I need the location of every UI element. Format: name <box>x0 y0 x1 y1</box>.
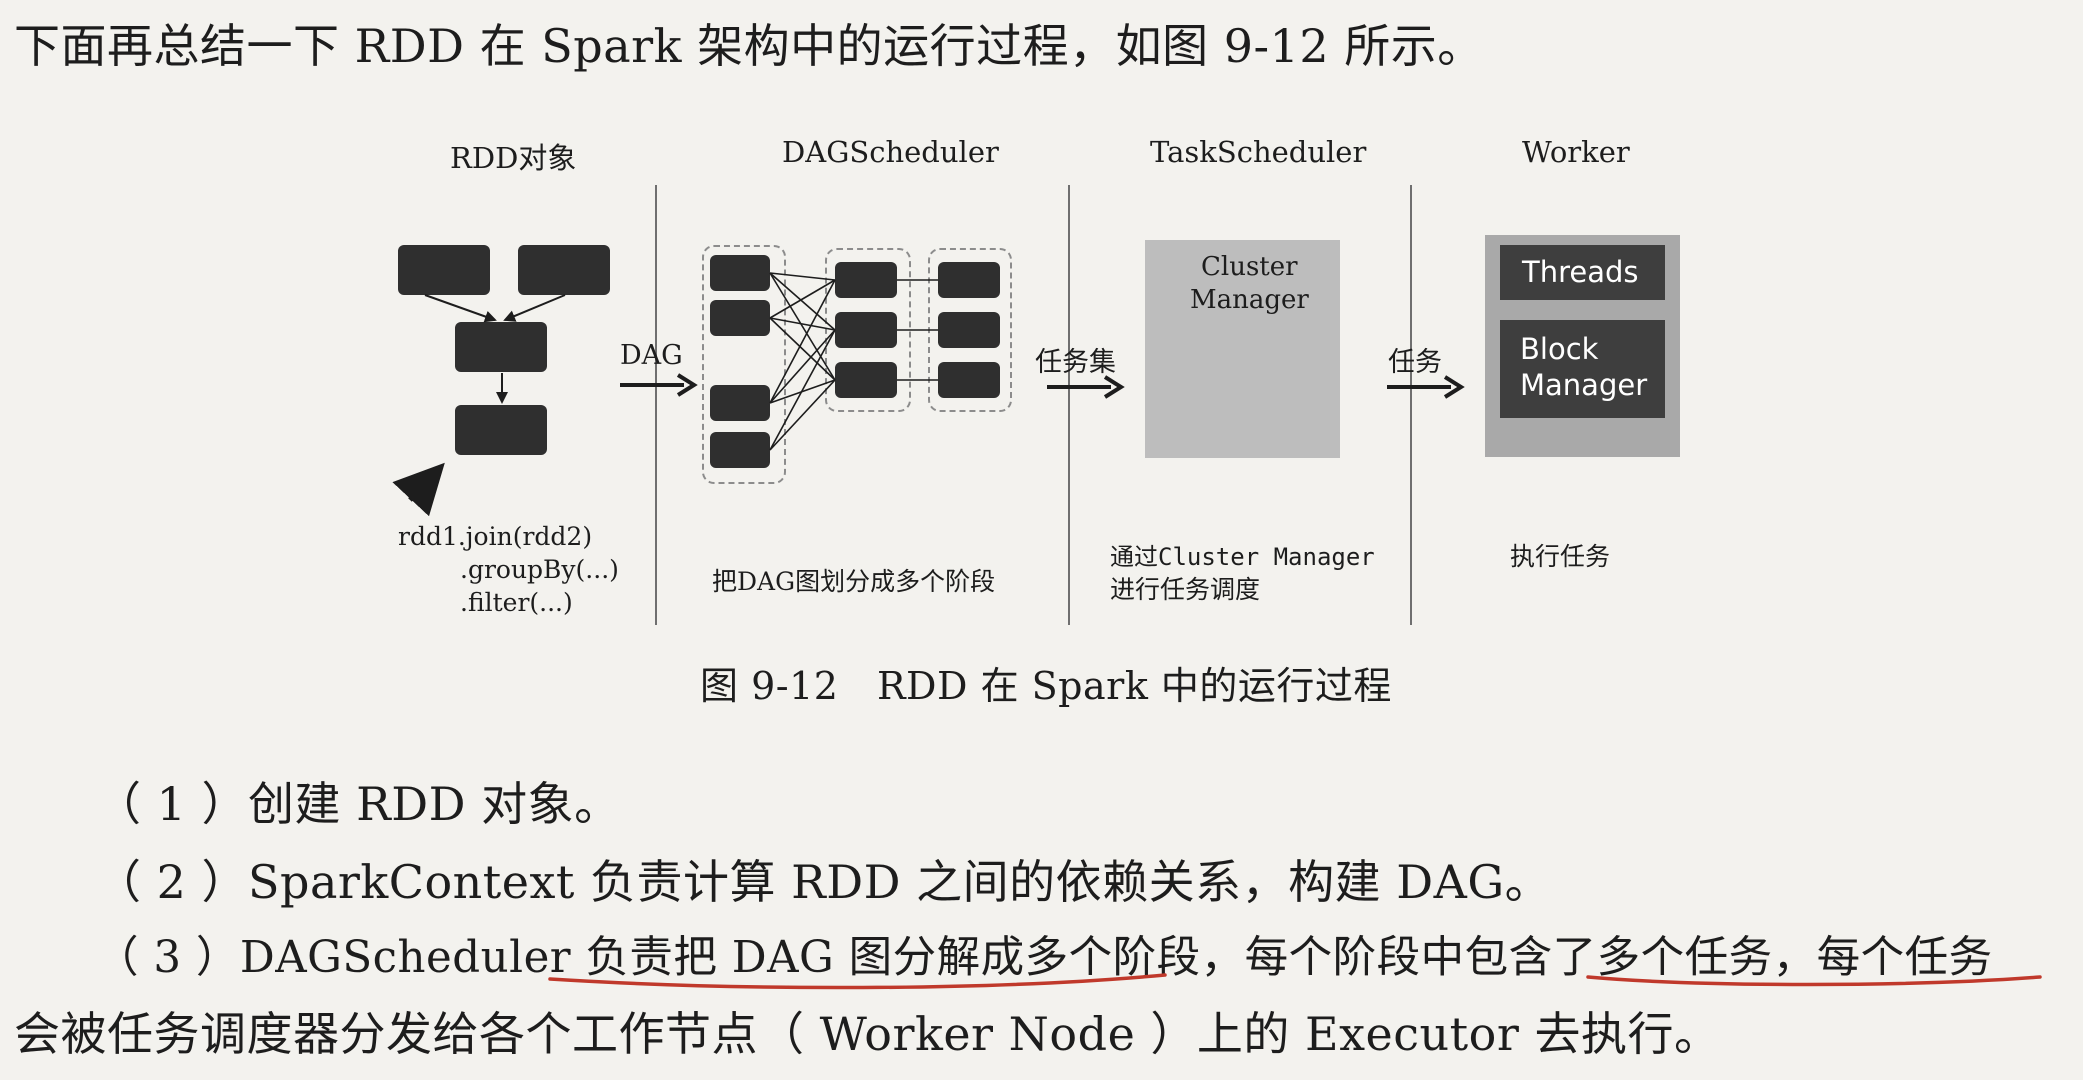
column-title-dagscheduler: DAGScheduler <box>782 135 999 169</box>
block-manager-box: Block Manager <box>1500 320 1665 418</box>
cluster-manager-label: Manager <box>1190 285 1309 315</box>
arrow-right-icon <box>1047 375 1125 399</box>
arrow-label-dag: DAG <box>620 340 683 371</box>
cluster-manager-label: Cluster <box>1201 252 1298 282</box>
task-node <box>835 362 897 398</box>
code-line: .filter(...) <box>460 588 573 617</box>
code-line: rdd1.join(rdd2) <box>398 522 593 551</box>
rdd-node <box>455 322 547 372</box>
task-node <box>710 385 770 421</box>
caption-dag: 把DAG图划分成多个阶段 <box>712 567 996 596</box>
step-2: （ 2 ）SparkContext 负责计算 RDD 之间的依赖关系，构建 DA… <box>95 855 1552 909</box>
column-title-worker: Worker <box>1522 135 1630 169</box>
worker-panel: Threads Block Manager <box>1485 235 1680 457</box>
task-node <box>710 300 770 336</box>
task-node <box>710 255 770 291</box>
rdd-node <box>455 405 547 455</box>
task-node <box>938 362 1000 398</box>
step-3: （ 3 ）DAGScheduler 负责把 DAG 图分解成多个阶段，每个阶段中… <box>95 933 1993 983</box>
column-divider <box>1410 185 1412 625</box>
pen-underline <box>1586 975 2042 987</box>
caption-task-line2: 进行任务调度 <box>1110 575 1261 604</box>
pen-underline <box>548 973 1167 990</box>
intro-text: 下面再总结一下 RDD 在 Spark 架构中的运行过程，如图 9-12 所示。 <box>14 19 1484 73</box>
threads-label: Threads <box>1522 255 1639 289</box>
figure-title: 图 9-12 RDD 在 Spark 中的运行过程 <box>700 664 1392 708</box>
column-divider <box>655 185 657 625</box>
block-manager-label: Manager <box>1520 368 1648 402</box>
block-manager-label: Block <box>1520 332 1599 366</box>
rdd-dependency-arrows <box>392 294 566 517</box>
cluster-manager-panel: Cluster Manager <box>1145 240 1340 458</box>
step-1: （ 1 ）创建 RDD 对象。 <box>95 777 621 831</box>
caption-task-line1: 通过Cluster Manager <box>1110 543 1375 571</box>
column-divider <box>1068 185 1070 625</box>
task-node <box>938 312 1000 348</box>
column-title-rdd: RDD对象 <box>450 141 577 175</box>
threads-box: Threads <box>1500 245 1665 300</box>
arrow-right-icon <box>1387 375 1465 399</box>
arrow-label-taskset: 任务集 <box>1035 347 1116 378</box>
arrow-label-task: 任务 <box>1388 347 1442 378</box>
column-title-taskscheduler: TaskScheduler <box>1150 135 1367 169</box>
task-node <box>835 312 897 348</box>
step-3-continued: 会被任务调度器分发给各个工作节点（ Worker Node ）上的 Execut… <box>14 1007 1721 1061</box>
arrow-right-icon <box>620 373 698 397</box>
rdd-node <box>398 245 490 295</box>
caption-worker: 执行任务 <box>1510 542 1611 571</box>
task-node <box>835 262 897 298</box>
rdd-node <box>518 245 610 295</box>
task-node <box>710 432 770 468</box>
dag-stage <box>702 245 786 484</box>
task-node <box>938 262 1000 298</box>
code-line: .groupBy(...) <box>460 555 619 584</box>
dag-edges <box>769 272 938 451</box>
